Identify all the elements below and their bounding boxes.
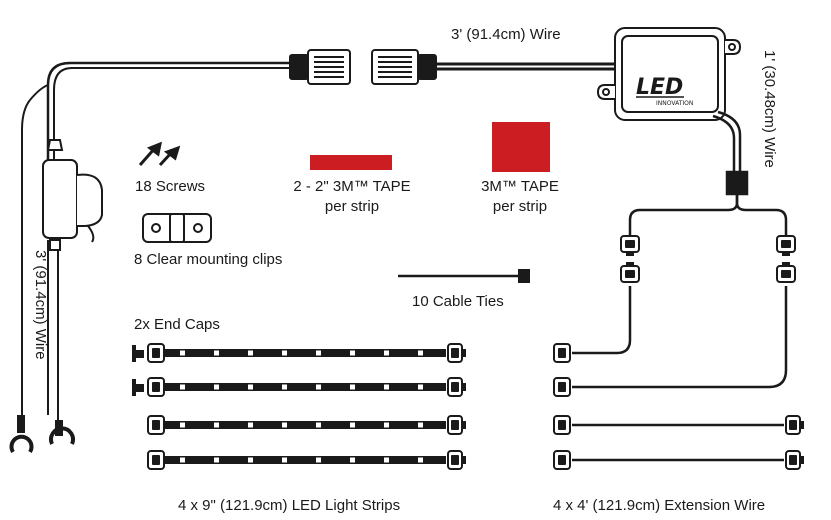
tape-square-swatch [492, 122, 550, 172]
end-caps [132, 345, 144, 396]
tape-square-label-1: 3M™ TAPE [481, 178, 559, 195]
fuse-holder [42, 139, 103, 251]
screws-icon [138, 141, 181, 167]
extension-wire-label: 4 x 4' (121.9cm) Extension Wire [553, 497, 766, 514]
tape-strip-label-1: 2 - 2" 3M™ TAPE [293, 178, 411, 195]
power-wire [21, 61, 290, 420]
svg-text:INNOVATION: INNOVATION [656, 100, 693, 107]
y-connector-left [620, 235, 640, 283]
tape-strip-swatch [310, 155, 392, 170]
mounting-clip-icon [142, 213, 212, 243]
led-strips [147, 343, 467, 470]
led-strip [147, 343, 467, 363]
controller-wire [436, 62, 620, 71]
output-wire [628, 110, 788, 236]
cable-ties-label: 10 Cable Ties [412, 293, 504, 310]
led-strip [147, 450, 467, 470]
tape-strip-label-2: per strip [324, 198, 380, 215]
svg-text:LED: LED [636, 75, 683, 100]
clips-label: 8 Clear mounting clips [134, 251, 283, 268]
y-connector-right [776, 235, 796, 283]
extension-wires [572, 286, 788, 462]
cable-tie-icon [398, 269, 530, 283]
sae-connector-left [289, 49, 351, 85]
extension-connectors [553, 343, 805, 470]
led-innovation-logo: LED INNOVATION [636, 75, 693, 107]
light-strips-label: 4 x 9" (121.9cm) LED Light Strips [178, 497, 401, 514]
led-strip [147, 415, 467, 435]
sae-connector-right [371, 49, 437, 85]
wire-top-label: 3' (91.4cm) Wire [451, 26, 561, 43]
end-caps-label: 2x End Caps [134, 316, 220, 333]
ring-terminals [9, 415, 75, 454]
tape-square-label-2: per strip [492, 198, 548, 215]
led-strip [147, 377, 467, 397]
screws-label: 18 Screws [135, 178, 206, 195]
wire-left-label: 3' (91.4cm) Wire [32, 250, 49, 360]
wire-right-label: 1' (30.48cm) Wire [761, 50, 778, 168]
